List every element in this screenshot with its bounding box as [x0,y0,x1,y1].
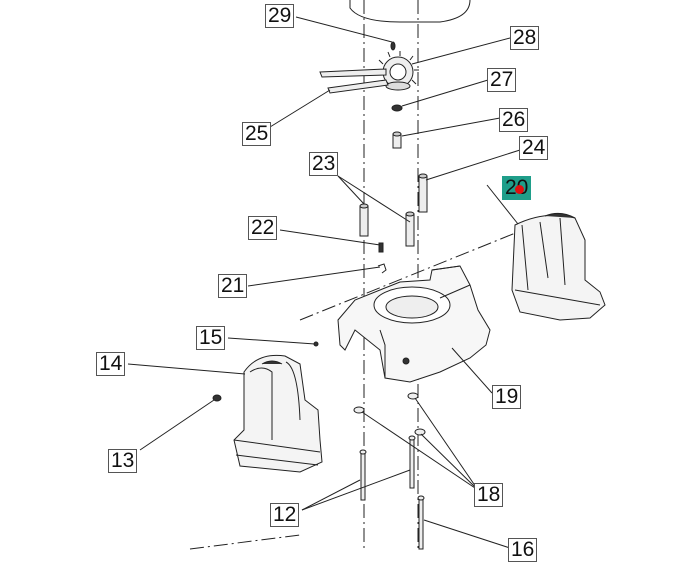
part-16-bolt [417,495,425,550]
part-22-pin [378,242,384,253]
callout-23: 23 [309,152,339,176]
callout-13: 13 [108,449,138,473]
part-26-bolt [392,131,402,149]
part-19-cover [337,265,491,383]
parts-diagram: 29 28 27 26 25 24 23 20 22 21 15 14 19 1… [96,0,606,562]
callout-14: 14 [96,352,126,376]
part-14-shroud [233,354,323,473]
location-marker [515,185,524,194]
callout-29: 29 [265,4,295,28]
callout-28: 28 [510,26,540,50]
part-28-gear [378,51,419,91]
callout-25: 25 [242,122,272,146]
callout-26: 26 [499,108,529,132]
part-25-lever [319,68,389,94]
exploded-view-drawing [127,0,606,550]
part-12-bolts [359,435,416,501]
callout-24: 24 [519,136,549,160]
part-29-pin [390,41,396,51]
part-23-tubes [359,203,415,247]
axis-line-bottom [189,534,301,550]
callout-21: 21 [218,274,248,298]
callout-15: 15 [196,326,226,350]
part-27-ring [391,104,403,112]
callout-12: 12 [270,503,300,527]
callout-19: 19 [492,385,522,409]
callout-27: 27 [487,68,517,92]
part-24-tube [418,173,428,213]
part-20-shroud [511,212,606,321]
leader-lines [127,16,521,549]
part-21-clip [377,263,387,274]
part-13-screw [212,394,222,402]
callout-22: 22 [248,216,278,240]
part-18-washers [353,392,426,436]
top-housing [349,0,471,23]
callout-18: 18 [474,483,504,507]
callout-16: 16 [508,538,538,562]
